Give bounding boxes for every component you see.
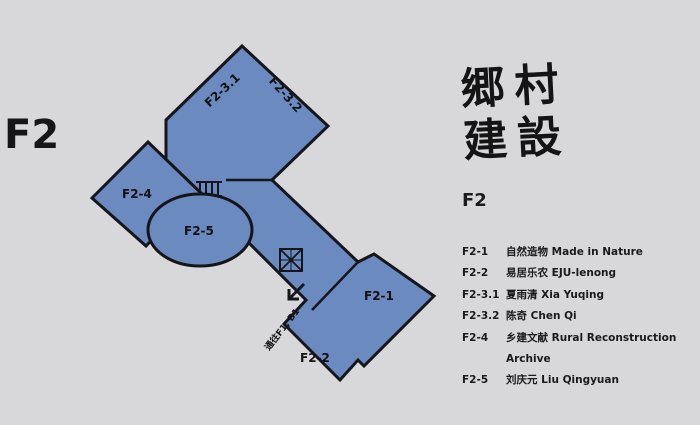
stairwell-icon bbox=[279, 248, 303, 272]
directory-code: F2-3.2 bbox=[462, 310, 500, 323]
section-title: F2 bbox=[462, 190, 487, 211]
room-label-f2-4: F2-4 bbox=[122, 187, 152, 201]
logo: 郷村 建設 bbox=[459, 56, 632, 173]
directory-row: F2-5 刘庆元 Liu Qingyuan bbox=[462, 370, 698, 391]
directory-name: 易居乐农 EJU-lenong bbox=[506, 267, 617, 280]
room-label-f2-5: F2-5 bbox=[184, 224, 214, 238]
directory-row: F2-2 易居乐农 EJU-lenong bbox=[462, 263, 698, 284]
directory-code: F2-5 bbox=[462, 374, 489, 387]
directory-row: F2-4 乡建文献 Rural Reconstruction bbox=[462, 328, 698, 349]
room-label-f2-2: F2-2 bbox=[300, 351, 330, 365]
directory-code: F2-3.1 bbox=[462, 288, 500, 301]
directory-row: F2-3.2 陈奇 Chen Qi bbox=[462, 306, 698, 327]
logo-line-1: 郷村 bbox=[459, 58, 570, 116]
directory-row: F2-1 自然造物 Made in Nature bbox=[462, 242, 698, 263]
directory-row: F2-3.1 夏雨清 Xia Yuqing bbox=[462, 285, 698, 306]
directory-name: 自然造物 Made in Nature bbox=[506, 246, 643, 258]
room-directory: F2-1 自然造物 Made in Nature F2-2 易居乐农 EJU-l… bbox=[462, 242, 698, 392]
arrow-down-left-icon bbox=[287, 282, 306, 301]
directory-code: F2-1 bbox=[462, 246, 489, 258]
directory-name: 乡建文献 Rural Reconstruction bbox=[506, 331, 677, 344]
directory-name: 陈奇 Chen Qi bbox=[506, 310, 577, 323]
room-f2-5[interactable] bbox=[146, 192, 254, 268]
room-label-f2-1: F2-1 bbox=[364, 289, 394, 303]
logo-line-2: 建設 bbox=[462, 110, 573, 168]
directory-code: F2-2 bbox=[462, 267, 489, 280]
directory-code bbox=[462, 349, 506, 370]
directory-name: Archive bbox=[506, 353, 551, 366]
directory-name: 刘庆元 Liu Qingyuan bbox=[506, 374, 619, 387]
floor-plan-map: F2-3.1 F2-3.2 F2-4 F2-5 F2-1 F2-2 通往F1, … bbox=[89, 43, 437, 383]
directory-name: 夏雨清 Xia Yuqing bbox=[506, 288, 605, 301]
directory-code: F2-4 bbox=[462, 331, 489, 344]
directory-row: Archive bbox=[462, 349, 698, 370]
room-divider bbox=[311, 261, 359, 311]
floor-label: F2 bbox=[4, 112, 60, 158]
